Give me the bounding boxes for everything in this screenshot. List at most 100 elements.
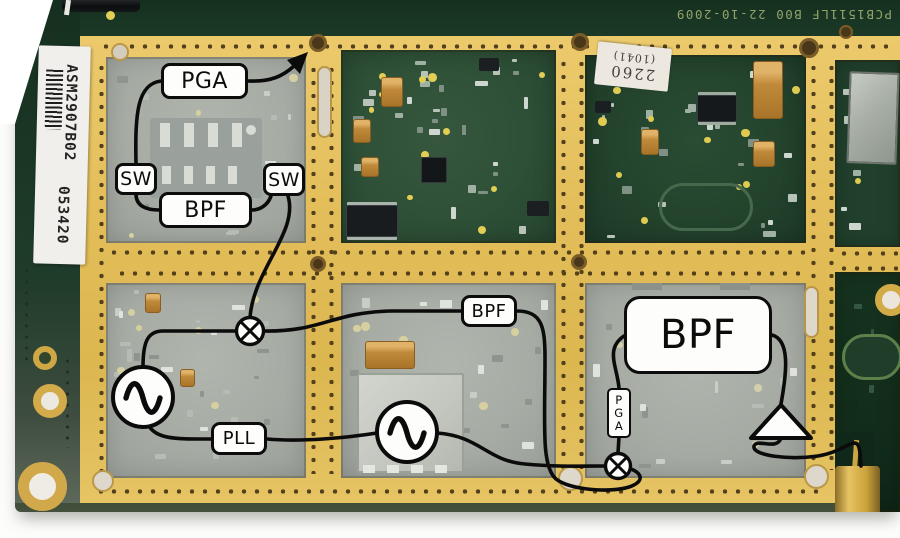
smd-component	[541, 299, 549, 311]
tantalum-capacitor	[180, 369, 195, 387]
smd-component	[231, 304, 245, 311]
via-pad	[288, 73, 298, 83]
smd-component	[461, 124, 466, 135]
smd-component	[606, 234, 616, 238]
routing-slot	[317, 66, 332, 138]
via-pad	[442, 128, 450, 136]
sot-ic	[527, 201, 549, 216]
via-row	[116, 269, 804, 278]
smd-component	[144, 203, 150, 210]
via-pad	[421, 150, 430, 159]
via-pad	[740, 128, 750, 138]
via-pad	[616, 341, 623, 348]
via-pad	[641, 217, 648, 225]
screw-hole	[804, 464, 829, 489]
smd-component	[228, 230, 239, 234]
via-pad	[106, 11, 115, 20]
shielded-module	[846, 71, 900, 165]
smd-component	[133, 289, 140, 295]
vco-module	[357, 373, 464, 473]
smd-component	[788, 193, 798, 202]
smd-component	[419, 80, 430, 88]
smd-component	[611, 103, 615, 108]
smd-component	[638, 463, 651, 469]
smd-component	[534, 347, 541, 354]
label-pga-vertical-text: PGA	[614, 392, 624, 433]
smd-component	[253, 375, 259, 379]
smd-component	[749, 70, 755, 78]
smd-component	[779, 378, 787, 385]
label-bpf-large: BPF	[624, 296, 772, 374]
smd-component	[720, 459, 732, 464]
smd-component	[658, 149, 668, 156]
smd-component	[353, 164, 365, 171]
sot-ic	[479, 58, 499, 71]
smd-component	[783, 153, 792, 158]
via-pad	[407, 194, 413, 201]
via-pad	[129, 232, 135, 238]
via-pad	[613, 86, 622, 95]
smd-component	[428, 128, 441, 135]
tooling-hole	[310, 256, 326, 272]
smd-component	[416, 127, 423, 134]
smd-component	[118, 310, 124, 318]
smd-component	[199, 391, 204, 398]
tantalum-capacitor	[641, 129, 659, 155]
mounting-ring	[18, 462, 67, 511]
smd-component	[126, 348, 132, 362]
tantalum-capacitor	[353, 119, 371, 143]
via-pad	[742, 180, 751, 189]
smd-component	[350, 369, 360, 377]
mounting-ring	[33, 384, 67, 418]
label-sw-right-text: SW	[268, 168, 300, 191]
label-bpf-mid-text: BPF	[471, 300, 507, 322]
smd-component	[518, 226, 527, 234]
tantalum-capacitor	[361, 157, 379, 177]
smd-component	[288, 114, 292, 121]
label-bpf-large-text: BPF	[659, 312, 737, 358]
smd-component	[493, 67, 501, 76]
screw-hole	[92, 470, 114, 492]
via-row	[838, 264, 898, 273]
screw-hole	[558, 466, 583, 491]
via-pad	[752, 441, 760, 449]
stadium-trace	[659, 183, 753, 231]
tooling-hole	[799, 38, 819, 58]
smd-component	[513, 71, 519, 75]
gold-ring-pad	[875, 284, 900, 316]
smd-component	[853, 303, 863, 309]
smd-component	[195, 320, 200, 324]
smd-component	[738, 163, 744, 167]
silkscreen-text: PCB1511LF B00 22-10-2009	[675, 7, 892, 22]
via-pad	[117, 366, 125, 374]
smd-component	[462, 427, 470, 434]
smd-component	[368, 89, 377, 97]
smd-component	[115, 308, 122, 317]
tantalum-capacitor	[365, 341, 415, 369]
via-pad	[211, 402, 219, 410]
smd-component	[140, 93, 149, 101]
via-pad	[378, 72, 386, 81]
module-cell-osc2	[341, 283, 556, 478]
smd-component	[524, 399, 533, 405]
smd-component	[707, 124, 714, 130]
via-pad	[398, 335, 408, 345]
serial-sticker: ASM2907B02 053420	[33, 45, 91, 265]
smd-component	[715, 121, 721, 130]
smd-component	[451, 207, 456, 220]
smd-component	[606, 323, 612, 330]
via-pad	[478, 225, 487, 234]
via-pad	[754, 384, 762, 392]
smd-component	[440, 107, 447, 116]
smd-component	[120, 342, 132, 346]
smd-component	[852, 169, 861, 176]
via-column-small	[23, 266, 30, 362]
smd-component	[200, 426, 209, 431]
stadium-trace	[842, 334, 900, 380]
label-bpf-top-text: BPF	[184, 197, 227, 223]
smd-component	[231, 417, 238, 426]
module-pads	[363, 465, 458, 473]
label-pll-text: PLL	[222, 428, 256, 449]
tantalum-capacitor	[381, 77, 403, 107]
smd-component	[419, 301, 428, 307]
